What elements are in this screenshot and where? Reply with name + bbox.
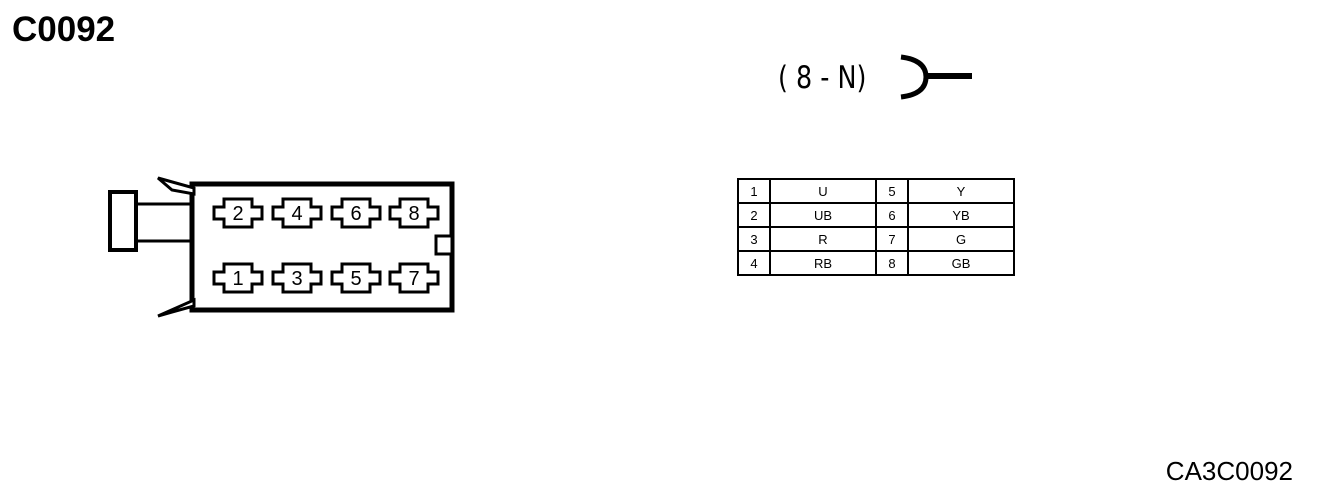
cavity-5: 5 [330,262,382,294]
wire-color: GB [907,250,1015,276]
female-connector-symbol [900,54,972,100]
pin-number: 4 [737,250,771,276]
pin-number: 1 [737,178,771,204]
cavity-number: 3 [291,268,302,290]
wire-color: RB [769,250,877,276]
diagram-code: CA3C0092 [1165,456,1293,486]
cavity-2: 2 [212,197,264,229]
wire-color: UB [769,202,877,228]
pin-number: 8 [875,250,909,276]
wire-color: U [769,178,877,204]
cavity-1: 1 [212,262,264,294]
cavity-grid: 2 4 6 8 1 3 5 7 [212,197,440,294]
pin-number: 6 [875,202,909,228]
wire-color: R [769,226,877,252]
cavity-number: 5 [350,268,361,290]
wire-color: G [907,226,1015,252]
wire-color: Y [907,178,1015,204]
pin-number: 7 [875,226,909,252]
cavity-number: 4 [291,203,302,225]
cavity-number: 6 [350,203,361,225]
cavity-6: 6 [330,197,382,229]
cavity-number: 8 [408,203,419,225]
cavity-number: 1 [232,268,243,290]
cavity-8: 8 [388,197,440,229]
cavity-number: 7 [408,268,419,290]
connector-type-label: ( 8 - N) [778,60,867,96]
cavity-number: 2 [232,203,243,225]
pin-number: 3 [737,226,771,252]
cavity-4: 4 [271,197,323,229]
pin-number: 2 [737,202,771,228]
pin-number: 5 [875,178,909,204]
cavity-7: 7 [388,262,440,294]
wire-color: YB [907,202,1015,228]
cavity-3: 3 [271,262,323,294]
connector-id: C0092 [12,10,116,49]
